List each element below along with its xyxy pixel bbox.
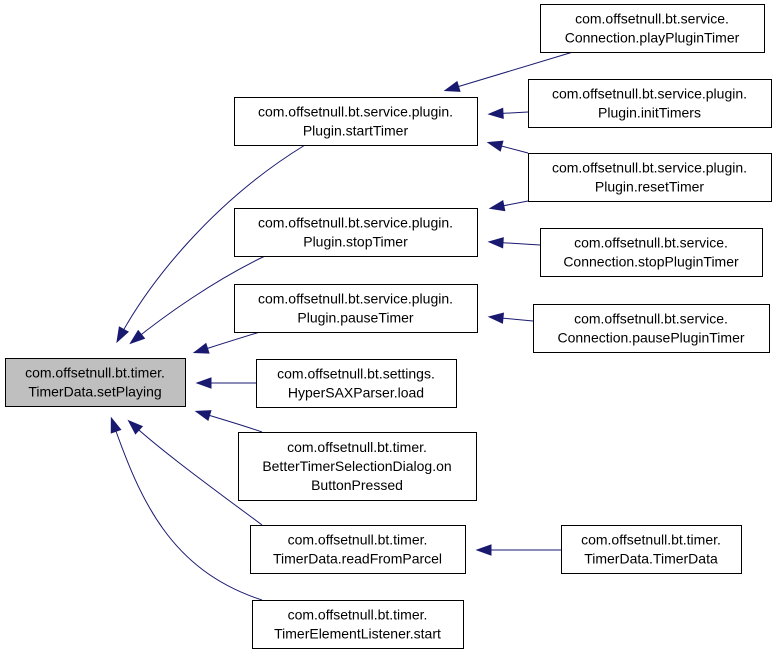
edge-sax-load-to-set-playing	[195, 377, 256, 389]
node-pause-plugin-timer[interactable]: com.offsetnull.bt.service. Connection.pau…	[533, 304, 770, 353]
node-label-line: Plugin.pauseTimer	[297, 310, 414, 326]
node-label-line: Connection.stopPluginTimer	[563, 254, 739, 270]
edge-line	[117, 144, 306, 341]
node-stop-timer[interactable]: com.offsetnull.bt.service.plugin. Plugin.…	[234, 208, 478, 257]
arrowhead-icon	[487, 107, 504, 120]
node-label-line: com.offsetnull.bt.timer.	[287, 439, 427, 455]
node-stop-plugin-timer[interactable]: com.offsetnull.bt.service. Connection.sto…	[540, 228, 763, 277]
node-label-line: com.offsetnull.bt.service.plugin.	[258, 215, 453, 231]
node-label-line: com.offsetnull.bt.service.	[574, 311, 728, 327]
edge-pause-timer-to-set-playing	[192, 331, 261, 354]
arrowhead-icon	[475, 544, 492, 556]
nodes-layer: com.offsetnull.bt.timer. TimerData.setPla…	[5, 4, 772, 649]
node-box	[252, 600, 464, 649]
node-label-line: Connection.playPluginTimer	[565, 30, 740, 46]
edge-play-plugin-timer-to-start-timer	[443, 51, 574, 92]
node-timer-data-ctor[interactable]: com.offsetnull.bt.timer. TimerData.TimerD…	[561, 525, 742, 574]
arrowhead-icon	[116, 326, 129, 344]
node-box	[234, 208, 478, 257]
arrowhead-icon	[127, 419, 144, 435]
node-label-line: BetterTimerSelectionDialog.on	[262, 458, 451, 474]
node-label-line: com.offsetnull.bt.service.	[575, 11, 729, 27]
edge-line	[446, 51, 574, 91]
node-box	[256, 359, 457, 408]
node-read-from-parcel[interactable]: com.offsetnull.bt.timer. TimerData.readFr…	[250, 525, 466, 574]
arrowhead-icon	[110, 416, 122, 434]
edge-stop-plugin-timer-to-stop-timer	[487, 237, 541, 249]
node-box	[540, 228, 763, 277]
node-label-line: TimerData.TimerData	[584, 551, 718, 567]
arrowhead-icon	[194, 410, 212, 422]
node-box	[528, 79, 772, 128]
arrowhead-icon	[129, 329, 146, 345]
node-label-line: TimerElementListener.start	[274, 626, 441, 642]
node-box	[528, 153, 772, 202]
node-label-line: TimerData.readFromParcel	[273, 551, 442, 567]
node-box	[234, 284, 478, 333]
node-label-line: com.offsetnull.bt.timer.	[288, 532, 428, 548]
node-box	[238, 432, 477, 501]
edge-listener-start-to-set-playing	[110, 416, 263, 601]
node-label-line: Plugin.initTimers	[598, 105, 701, 121]
node-label-line: Plugin.stopTimer	[303, 234, 408, 250]
node-label-line: com.offsetnull.bt.service.	[574, 235, 728, 251]
node-label-line: ButtonPressed	[311, 477, 403, 493]
edge-init-timers-to-start-timer	[487, 107, 529, 120]
node-label-line: TimerData.setPlaying	[28, 384, 161, 400]
node-label-line: com.offsetnull.bt.service.plugin.	[552, 160, 747, 176]
node-set-playing[interactable]: com.offsetnull.bt.timer. TimerData.setPla…	[5, 358, 186, 407]
node-init-timers[interactable]: com.offsetnull.bt.service.plugin. Plugin.…	[528, 79, 772, 128]
node-box	[234, 97, 478, 146]
node-label-line: Connection.pausePluginTimer	[557, 330, 744, 346]
node-start-timer[interactable]: com.offsetnull.bt.service.plugin. Plugin.…	[234, 97, 478, 146]
node-box	[5, 358, 186, 407]
edge-pause-plugin-timer-to-pause-timer	[487, 312, 534, 324]
arrowhead-icon	[443, 80, 461, 92]
node-label-line: Plugin.resetTimer	[595, 179, 705, 195]
node-label-line: com.offsetnull.bt.service.plugin.	[552, 86, 747, 102]
edges-layer	[110, 51, 574, 601]
arrowhead-icon	[195, 377, 212, 389]
node-listener-start[interactable]: com.offsetnull.bt.timer. TimerElementList…	[252, 600, 464, 649]
node-label-line: com.offsetnull.bt.timer.	[581, 532, 721, 548]
arrowhead-icon	[487, 312, 504, 324]
node-box	[540, 4, 765, 53]
edge-stop-timer-to-set-playing	[129, 255, 266, 345]
edge-read-from-parcel-to-set-playing	[127, 419, 263, 526]
edge-better-timer-to-set-playing	[194, 410, 263, 433]
arrowhead-icon	[488, 200, 506, 212]
edge-line	[131, 255, 266, 343]
edge-timer-data-ctor-to-read-from-parcel	[475, 544, 561, 556]
node-label-line: com.offsetnull.bt.settings.	[277, 366, 435, 382]
node-pause-timer[interactable]: com.offsetnull.bt.service.plugin. Plugin.…	[234, 284, 478, 333]
node-label-line: Plugin.startTimer	[303, 123, 409, 139]
node-play-plugin-timer[interactable]: com.offsetnull.bt.service. Connection.pla…	[540, 4, 765, 53]
node-sax-load[interactable]: com.offsetnull.bt.settings. HyperSAXParse…	[256, 359, 457, 408]
node-label-line: com.offsetnull.bt.timer.	[25, 365, 165, 381]
node-box	[561, 525, 742, 574]
arrowhead-icon	[192, 342, 210, 354]
arrowhead-icon	[486, 140, 504, 152]
arrowhead-icon	[487, 237, 504, 249]
node-box	[533, 304, 770, 353]
node-label-line: com.offsetnull.bt.service.plugin.	[258, 291, 453, 307]
node-label-line: HyperSAXParser.load	[288, 385, 424, 401]
edge-start-timer-to-set-playing	[116, 144, 306, 344]
edge-line	[111, 419, 263, 601]
edge-line	[129, 421, 263, 526]
edge-reset-timer-to-start-timer	[486, 140, 529, 154]
edge-reset-timer-to-stop-timer	[488, 200, 529, 212]
node-label-line: com.offsetnull.bt.timer.	[288, 607, 428, 623]
node-better-timer[interactable]: com.offsetnull.bt.timer. BetterTimerSelec…	[238, 432, 477, 501]
node-label-line: com.offsetnull.bt.service.plugin.	[258, 104, 453, 120]
node-reset-timer[interactable]: com.offsetnull.bt.service.plugin. Plugin.…	[528, 153, 772, 202]
node-box	[250, 525, 466, 574]
